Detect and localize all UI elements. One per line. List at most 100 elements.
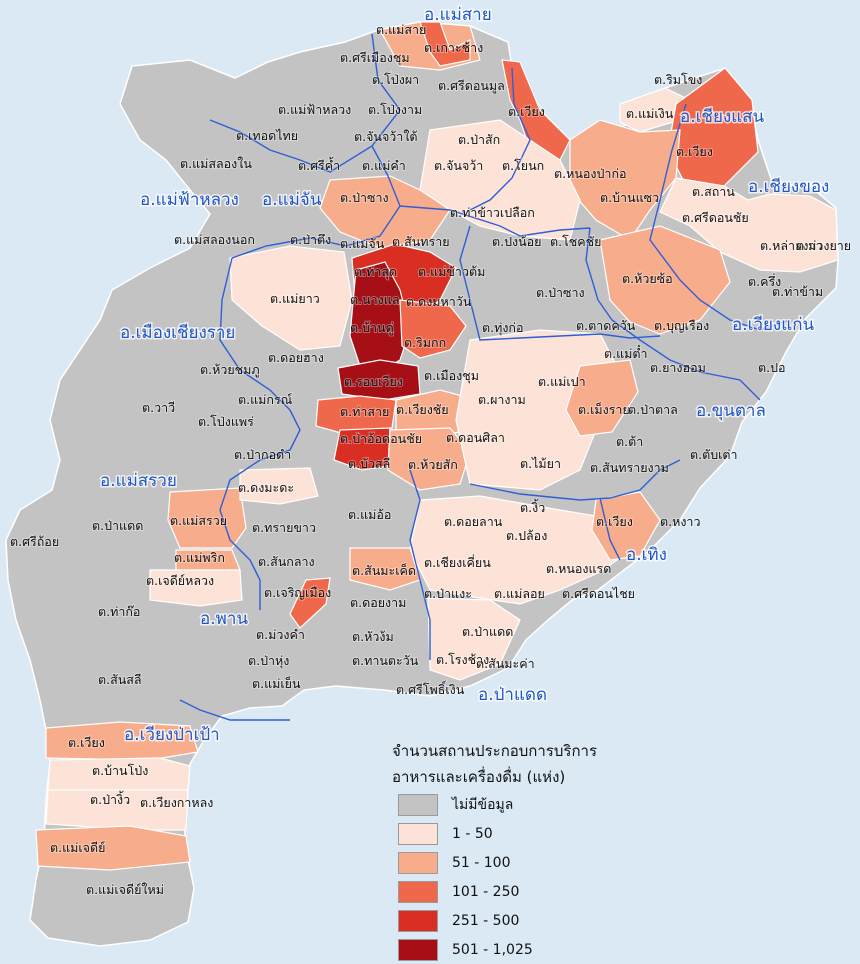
subdistrict-label: ต.ริมกก	[404, 335, 446, 350]
area-south-center-pale	[409, 495, 641, 605]
area-kho-chang	[419, 21, 471, 67]
subdistrict-label: ต.ศรีโพธิ์เงิน	[396, 680, 465, 697]
subdistrict-label: ต.ท่าข้าม	[772, 284, 823, 299]
subdistrict-label: ต.หงาว	[660, 514, 700, 529]
subdistrict-label: ต.ป่างิ้ว	[90, 790, 130, 807]
subdistrict-label: ต.สถาน	[692, 184, 735, 199]
subdistrict-label: ต.ดอนศิลา	[446, 430, 505, 445]
subdistrict-label: ต.แม่คำ	[362, 158, 406, 173]
subdistrict-label: ต.สันมะค่า	[476, 656, 535, 671]
subdistrict-label: ต.ป่ากอดำ	[234, 447, 291, 462]
subdistrict-label: ต.หัวง้ม	[352, 629, 394, 644]
district-label: อ.เชียงแสน	[680, 107, 765, 127]
area-ban-saeo	[659, 177, 839, 273]
legend-class-0: ไม่มีข้อมูล	[392, 790, 722, 819]
subdistrict-label: ต.เวียง	[596, 514, 633, 529]
subdistrict-label: ต.แม่สรวย	[170, 513, 227, 528]
subdistrict-label: ต.ป่าแดด	[462, 624, 513, 639]
legend-swatch	[398, 851, 438, 874]
subdistrict-label: ต.ผางาม	[478, 392, 526, 407]
subdistrict-label: ต.ปอ	[758, 360, 786, 375]
area-pa-daet-south	[427, 597, 521, 681]
district-label: อ.เชียงของ	[748, 177, 829, 197]
subdistrict-label: ต.แม่ฟ้าหลวง	[278, 102, 351, 117]
subdistrict-label: ต.สันมะเค็ด	[352, 563, 416, 578]
district-label: อ.เทิง	[626, 545, 667, 565]
subdistrict-label: ต.ท่าข้าวเปลือก	[450, 205, 535, 220]
legend-swatch	[398, 909, 438, 932]
area-nong-pa-ko	[569, 119, 681, 241]
subdistrict-label: ต.ป่าซาง	[340, 190, 389, 205]
subdistrict-label: ต.ม่วงยาย	[796, 238, 851, 253]
subdistrict-label: ต.เวียง	[508, 104, 545, 119]
area-tha-sai	[315, 395, 397, 437]
subdistrict-label: ต.แม่ยาว	[270, 291, 320, 306]
legend-title-line-1: จำนวนสถานประกอบการบริการ	[392, 742, 598, 760]
district-label: อ.ป่าแดด	[478, 685, 547, 705]
district-label: อ.เมืองเชียงราย	[120, 323, 235, 343]
subdistrict-label: ต.ท่าสาย	[340, 404, 389, 419]
legend-swatch	[398, 938, 438, 961]
subdistrict-label: ต.ศรีถ้อย	[10, 534, 59, 549]
legend-label: 101 - 250	[452, 883, 520, 900]
district-label: อ.แม่สรวย	[100, 471, 177, 491]
subdistrict-label: ต.เม็งราย	[578, 402, 630, 417]
subdistrict-label: ต.ครึ่ง	[748, 273, 781, 289]
subdistrict-label: ต.ม่วงคำ	[256, 627, 305, 642]
subdistrict-label: ต.เจริญเมือง	[264, 585, 331, 600]
district-label: อ.เวียงป่าเป้า	[124, 725, 220, 745]
subdistrict-label: ต.เวียงกาหลง	[140, 795, 213, 810]
legend-label: 51 - 100	[452, 854, 511, 871]
area-wiang-thoeng	[591, 491, 661, 561]
subdistrict-label: ต.แม่เจดีย์	[50, 840, 105, 855]
subdistrict-label: ต.ศรีค้ำ	[298, 156, 340, 173]
subdistrict-label: ต.ปงน้อย	[492, 234, 542, 249]
legend-label: 251 - 500	[452, 912, 520, 929]
area-wiang-pa-pao	[45, 721, 199, 761]
subdistrict-label: ต.นางแล	[350, 292, 399, 307]
area-charoen-mueang	[289, 577, 331, 629]
subdistrict-label: ต.บัวสลี	[348, 456, 390, 471]
subdistrict-label: ต.บ้านโป่ง	[92, 763, 148, 778]
subdistrict-label: ต.รอบเวียง	[344, 374, 403, 389]
legend-swatch	[398, 793, 438, 816]
subdistrict-label: ต.ป่าแดด	[92, 518, 143, 533]
subdistrict-label: ต.เชียงเคี่ยน	[424, 554, 491, 570]
subdistrict-label: ต.ตาดควัน	[576, 318, 636, 333]
subdistrict-label: ต.สันทราย	[392, 234, 450, 249]
subdistrict-label: ต.ปล้อง	[506, 528, 547, 543]
subdistrict-label: ต.ริมโขง	[654, 72, 702, 87]
subdistrict-label: ต.แม่ข้าวต้ม	[418, 264, 485, 279]
area-rim-kok	[399, 299, 467, 359]
subdistrict-label: ต.ห้วยชมภู	[200, 362, 260, 378]
area-mae-chan	[319, 175, 451, 249]
subdistrict-label: ต.สันกลาง	[258, 554, 315, 569]
legend-title-line-2: อาหารและเครื่องดื่ม (แห่ง)	[392, 768, 566, 786]
subdistrict-label: ต.ป่าหุ่ง	[248, 653, 289, 669]
subdistrict-label: ต.โรงช้าง	[436, 652, 489, 667]
subdistrict-label: ต.สันสลี	[98, 672, 142, 687]
subdistrict-label: ต.จันจว้า	[434, 158, 483, 173]
legend-label: 1 - 50	[452, 825, 493, 842]
subdistrict-label: ต.ห้วยซ้อ	[622, 271, 673, 286]
subdistrict-label: ต.บ้านดู่	[350, 320, 394, 336]
subdistrict-label: ต.สันทรายงาม	[590, 460, 669, 475]
subdistrict-label: ต.ศรีดอนไชย	[562, 586, 635, 601]
subdistrict-label: ต.แม่เย็น	[252, 676, 301, 691]
subdistrict-label: ต.ป่าตาล	[628, 402, 678, 417]
subdistrict-label: ต.ไม้ยา	[520, 456, 561, 471]
legend-label: 501 - 1,025	[452, 941, 533, 958]
area-mae-yao	[229, 245, 353, 351]
subdistrict-label: ต.เวียงชัย	[396, 402, 449, 417]
area-san-makhet	[349, 547, 421, 591]
subdistrict-label: ต.บ้านแซว	[600, 190, 659, 205]
subdistrict-label: ต.โป่งแพร่	[198, 414, 254, 429]
subdistrict-label: ต.ป่าตึง	[290, 232, 331, 247]
subdistrict-label: ต.แม่อ้อ	[348, 507, 391, 522]
subdistrict-label: ต.ดอยฮาง	[268, 350, 324, 365]
area-bua-sali	[333, 427, 391, 471]
subdistrict-label: ต.หล่ายงาว	[760, 238, 822, 253]
subdistrict-label: ต.ดอยลาน	[444, 514, 503, 529]
subdistrict-label: ต.ทรายขาว	[252, 520, 316, 535]
